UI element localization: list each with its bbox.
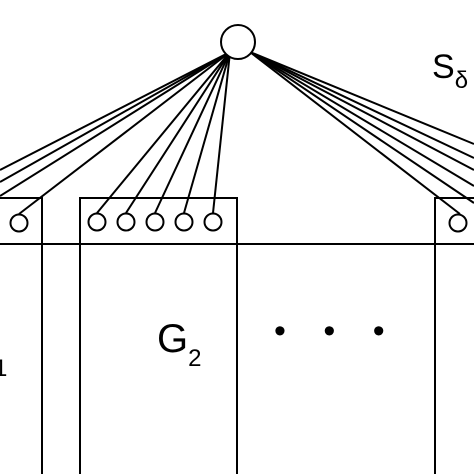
vertex-circle — [174, 212, 194, 232]
edge-line — [0, 51, 231, 183]
edge-line — [18, 51, 231, 215]
group2-vertices — [87, 212, 223, 232]
edge-line — [249, 51, 461, 215]
vertex-circle — [9, 213, 29, 233]
edge-line — [0, 51, 231, 171]
edge-line — [249, 51, 474, 204]
ellipsis-dots: • • • — [274, 312, 399, 350]
vertex-circle — [87, 212, 107, 232]
edge-line — [183, 51, 231, 214]
edge-line — [154, 51, 231, 214]
edge-line — [249, 51, 474, 159]
edge-line — [96, 51, 231, 214]
group1-partial-label: 1 — [0, 355, 7, 382]
edge-line — [249, 51, 474, 145]
vertex-circle — [448, 213, 468, 233]
top-set-label: Sδ — [432, 48, 468, 94]
connection-lines — [0, 51, 474, 215]
edge-line — [249, 51, 474, 171]
hub-node — [220, 24, 256, 60]
vertex-circle — [145, 212, 165, 232]
edge-line — [125, 51, 231, 214]
vertex-circle — [116, 212, 136, 232]
edge-line — [249, 51, 474, 187]
edge-line — [0, 51, 231, 197]
group2-label: G2 — [157, 317, 201, 372]
group-box-right — [434, 197, 474, 474]
vertex-circle — [203, 212, 223, 232]
edge-line — [212, 51, 231, 214]
group-box-left — [0, 197, 43, 474]
